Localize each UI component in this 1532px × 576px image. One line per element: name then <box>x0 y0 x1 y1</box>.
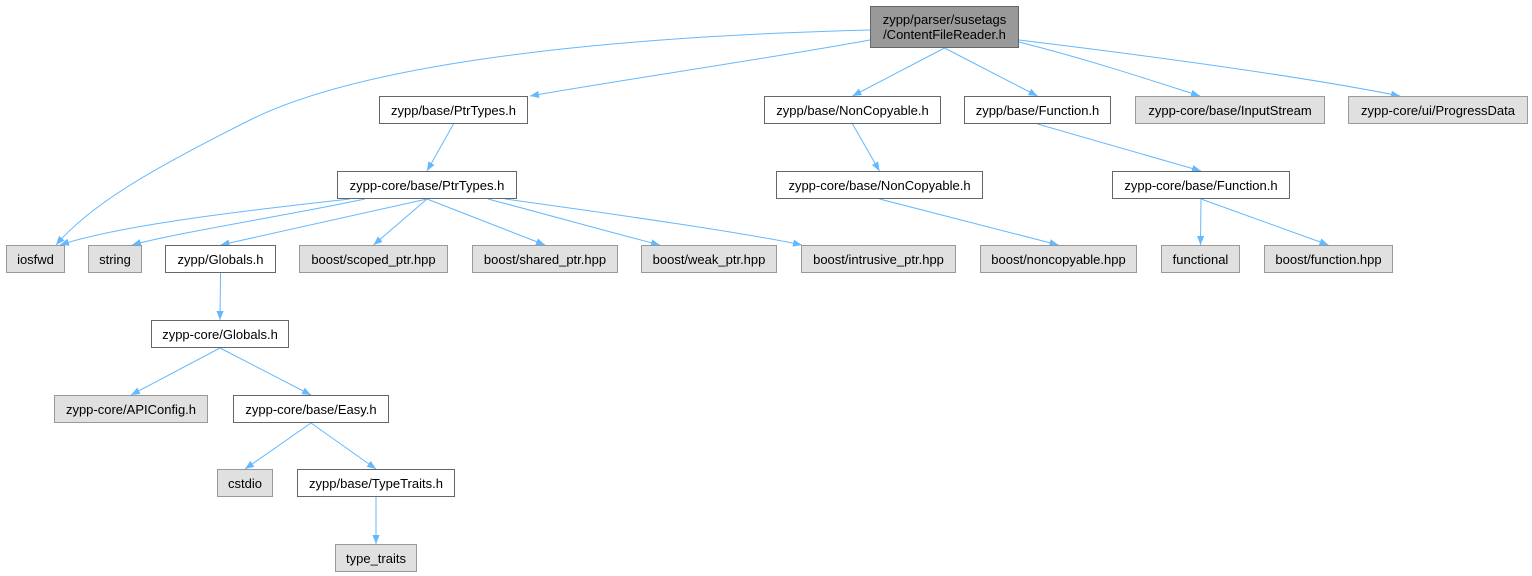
node-label: boost/weak_ptr.hpp <box>652 251 766 267</box>
node-boost-function[interactable]: boost/function.hpp <box>1264 245 1393 273</box>
node-boost-noncopyable[interactable]: boost/noncopyable.hpp <box>980 245 1137 273</box>
node-label: zypp-core/base/Function.h <box>1124 177 1278 193</box>
node-iosfwd[interactable]: iosfwd <box>6 245 65 273</box>
node-label: zypp/base/PtrTypes.h <box>390 102 516 118</box>
node-label: zypp-core/base/InputStream <box>1148 102 1312 118</box>
edge-zypp-core-globals-to-zypp-core-base-easy <box>219 347 312 396</box>
edge-root-to-zypp-base-function <box>944 47 1038 97</box>
edge-zypp-core-base-ptrtypes-to-boost-scoped-ptr <box>373 198 428 246</box>
node-zypp-core-base-easy[interactable]: zypp-core/base/Easy.h <box>233 395 389 423</box>
node-zypp-globals[interactable]: zypp/Globals.h <box>165 245 276 273</box>
node-label: boost/noncopyable.hpp <box>991 251 1126 267</box>
node-zypp-base-typetraits[interactable]: zypp/base/TypeTraits.h <box>297 469 455 497</box>
node-label: zypp-core/base/PtrTypes.h <box>349 177 505 193</box>
edge-zypp-core-base-ptrtypes-to-iosfwd <box>59 198 351 246</box>
node-boost-scoped-ptr[interactable]: boost/scoped_ptr.hpp <box>299 245 448 273</box>
edge-zypp-base-function-to-zypp-core-base-function <box>1037 123 1202 172</box>
node-zypp-core-globals[interactable]: zypp-core/Globals.h <box>151 320 289 348</box>
node-zypp-core-apiconfig[interactable]: zypp-core/APIConfig.h <box>54 395 208 423</box>
node-type-traits[interactable]: type_traits <box>335 544 417 572</box>
node-label: zypp/Globals.h <box>177 251 264 267</box>
node-zypp-core-base-noncopyable[interactable]: zypp-core/base/NonCopyable.h <box>776 171 983 199</box>
node-string[interactable]: string <box>88 245 142 273</box>
node-label: boost/function.hpp <box>1275 251 1382 267</box>
node-zypp-core-base-function[interactable]: zypp-core/base/Function.h <box>1112 171 1290 199</box>
edge-zypp-core-globals-to-zypp-core-apiconfig <box>130 347 221 396</box>
node-functional[interactable]: functional <box>1161 245 1240 273</box>
edge-zypp-globals-to-zypp-core-globals <box>216 272 224 321</box>
node-zypp-core-ui-progressdata[interactable]: zypp-core/ui/ProgressData <box>1348 96 1528 124</box>
edge-zypp-core-base-ptrtypes-to-zypp-globals <box>220 198 428 247</box>
node-label: zypp/base/Function.h <box>975 102 1100 118</box>
edge-zypp-core-base-easy-to-cstdio <box>244 422 312 470</box>
node-label: zypp-core/ui/ProgressData <box>1361 102 1515 118</box>
edge-root-to-iosfwd <box>55 29 871 246</box>
edge-root-to-zypp-base-ptrtypes <box>529 39 871 98</box>
node-boost-shared-ptr[interactable]: boost/shared_ptr.hpp <box>472 245 618 273</box>
edge-zypp-core-base-ptrtypes-to-boost-intrusive-ptr <box>504 198 803 247</box>
edge-zypp-core-base-ptrtypes-to-boost-shared-ptr <box>426 198 546 246</box>
node-label: boost/scoped_ptr.hpp <box>311 251 436 267</box>
node-label: type_traits <box>346 550 406 566</box>
node-label: zypp/base/NonCopyable.h <box>776 102 929 118</box>
node-label: zypp/base/TypeTraits.h <box>309 475 443 491</box>
node-boost-weak-ptr[interactable]: boost/weak_ptr.hpp <box>641 245 777 273</box>
edge-zypp-core-base-function-to-boost-function <box>1200 198 1329 246</box>
edge-zypp-core-base-noncopyable-to-boost-noncopyable <box>879 198 1059 247</box>
edge-root-to-zypp-core-ui-progressdata <box>1018 39 1401 98</box>
node-label: zypp-core/base/Easy.h <box>245 401 377 417</box>
node-label: cstdio <box>228 475 262 491</box>
edge-zypp-core-base-ptrtypes-to-boost-weak-ptr <box>487 198 661 247</box>
node-label: zypp-core/base/NonCopyable.h <box>788 177 971 193</box>
node-zypp-base-noncopyable[interactable]: zypp/base/NonCopyable.h <box>764 96 941 124</box>
node-zypp-base-function[interactable]: zypp/base/Function.h <box>964 96 1111 124</box>
node-zypp-core-base-inputstream[interactable]: zypp-core/base/InputStream <box>1135 96 1325 124</box>
node-label: iosfwd <box>17 251 54 267</box>
node-label: string <box>99 251 131 267</box>
node-cstdio[interactable]: cstdio <box>217 469 273 497</box>
edge-zypp-core-base-ptrtypes-to-string <box>131 198 366 247</box>
node-label: /ContentFileReader.h <box>883 27 1006 42</box>
node-root[interactable]: zypp/parser/susetags/ContentFileReader.h <box>870 6 1019 48</box>
edge-zypp-base-noncopyable-to-zypp-core-base-noncopyable <box>852 123 880 172</box>
node-boost-intrusive-ptr[interactable]: boost/intrusive_ptr.hpp <box>801 245 956 273</box>
node-zypp-base-ptrtypes[interactable]: zypp/base/PtrTypes.h <box>379 96 528 124</box>
edge-root-to-zypp-core-base-inputstream <box>1018 41 1201 97</box>
edge-root-to-zypp-base-noncopyable <box>852 47 945 97</box>
node-label: zypp/parser/susetags <box>882 12 1007 27</box>
node-label: functional <box>1172 251 1229 267</box>
node-label: zypp-core/APIConfig.h <box>65 401 197 417</box>
node-label: boost/intrusive_ptr.hpp <box>813 251 944 267</box>
node-label: boost/shared_ptr.hpp <box>483 251 607 267</box>
node-zypp-core-base-ptrtypes[interactable]: zypp-core/base/PtrTypes.h <box>337 171 517 199</box>
edge-zypp-core-base-function-to-functional <box>1196 198 1205 246</box>
edge-zypp-core-base-easy-to-zypp-base-typetraits <box>310 422 377 470</box>
edge-zypp-base-ptrtypes-to-zypp-core-base-ptrtypes <box>426 123 454 172</box>
node-label: zypp-core/Globals.h <box>162 326 278 342</box>
